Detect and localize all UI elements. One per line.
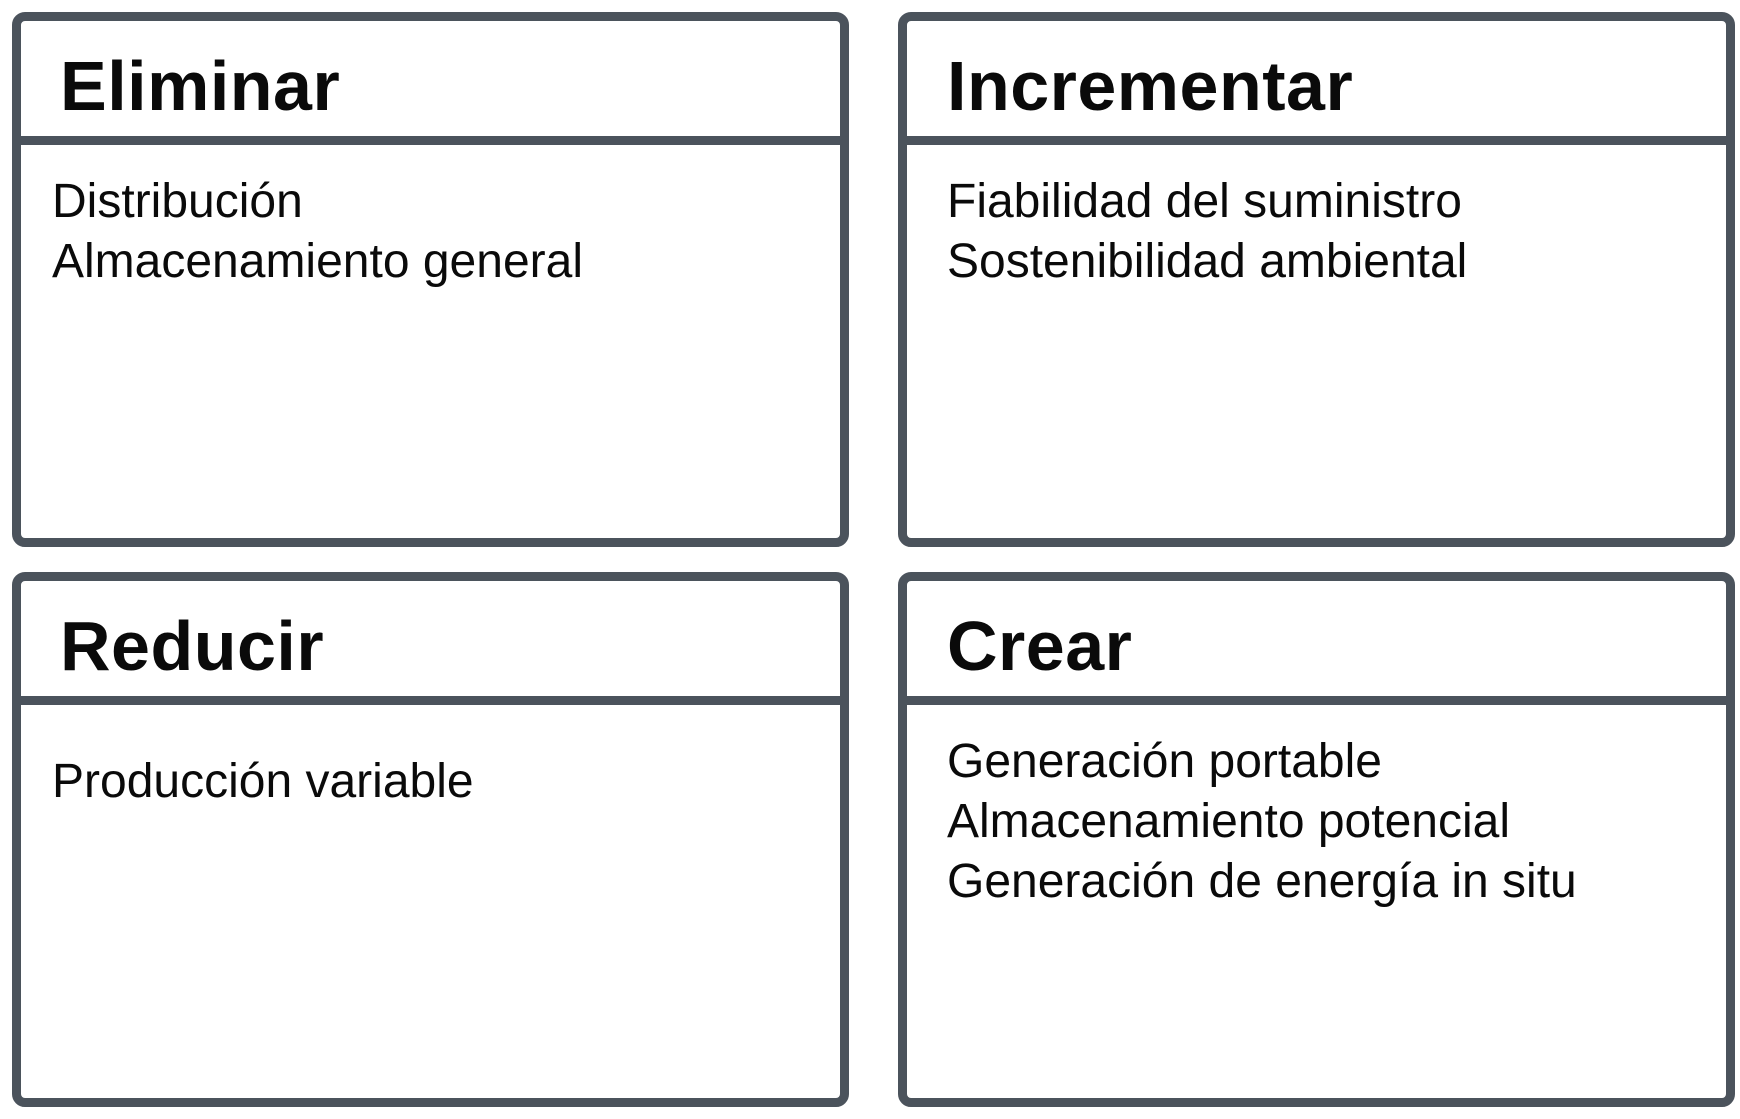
- list-item: Generación de energía in situ: [947, 855, 1577, 908]
- quadrant-title: Crear: [947, 607, 1133, 685]
- quadrant-reducir: Reducir Producción variable: [12, 572, 849, 1107]
- item-list: Generación portable Almacenamiento poten…: [947, 732, 1577, 912]
- item-list: Distribución Almacenamiento general: [52, 172, 583, 292]
- quadrant-title: Eliminar: [60, 47, 341, 125]
- quadrant-title: Reducir: [60, 607, 325, 685]
- list-item: Almacenamiento general: [52, 235, 583, 288]
- item-list: Producción variable: [52, 752, 474, 812]
- quadrant-incrementar: Incrementar Fiabilidad del suministro So…: [898, 12, 1735, 547]
- quadrant-header: Eliminar: [21, 21, 840, 145]
- list-item: Almacenamiento potencial: [947, 795, 1510, 848]
- quadrant-crear: Crear Generación portable Almacenamiento…: [898, 572, 1735, 1107]
- list-item: Generación portable: [947, 735, 1382, 788]
- list-item: Producción variable: [52, 755, 474, 808]
- quadrant-title: Incrementar: [947, 47, 1354, 125]
- item-list: Fiabilidad del suministro Sostenibilidad…: [947, 172, 1467, 292]
- quadrant-header: Incrementar: [907, 21, 1726, 145]
- list-item: Distribución: [52, 175, 303, 228]
- quadrant-header: Reducir: [21, 581, 840, 705]
- list-item: Fiabilidad del suministro: [947, 175, 1462, 228]
- list-item: Sostenibilidad ambiental: [947, 235, 1468, 288]
- quadrant-eliminar: Eliminar Distribución Almacenamiento gen…: [12, 12, 849, 547]
- quadrant-header: Crear: [907, 581, 1726, 705]
